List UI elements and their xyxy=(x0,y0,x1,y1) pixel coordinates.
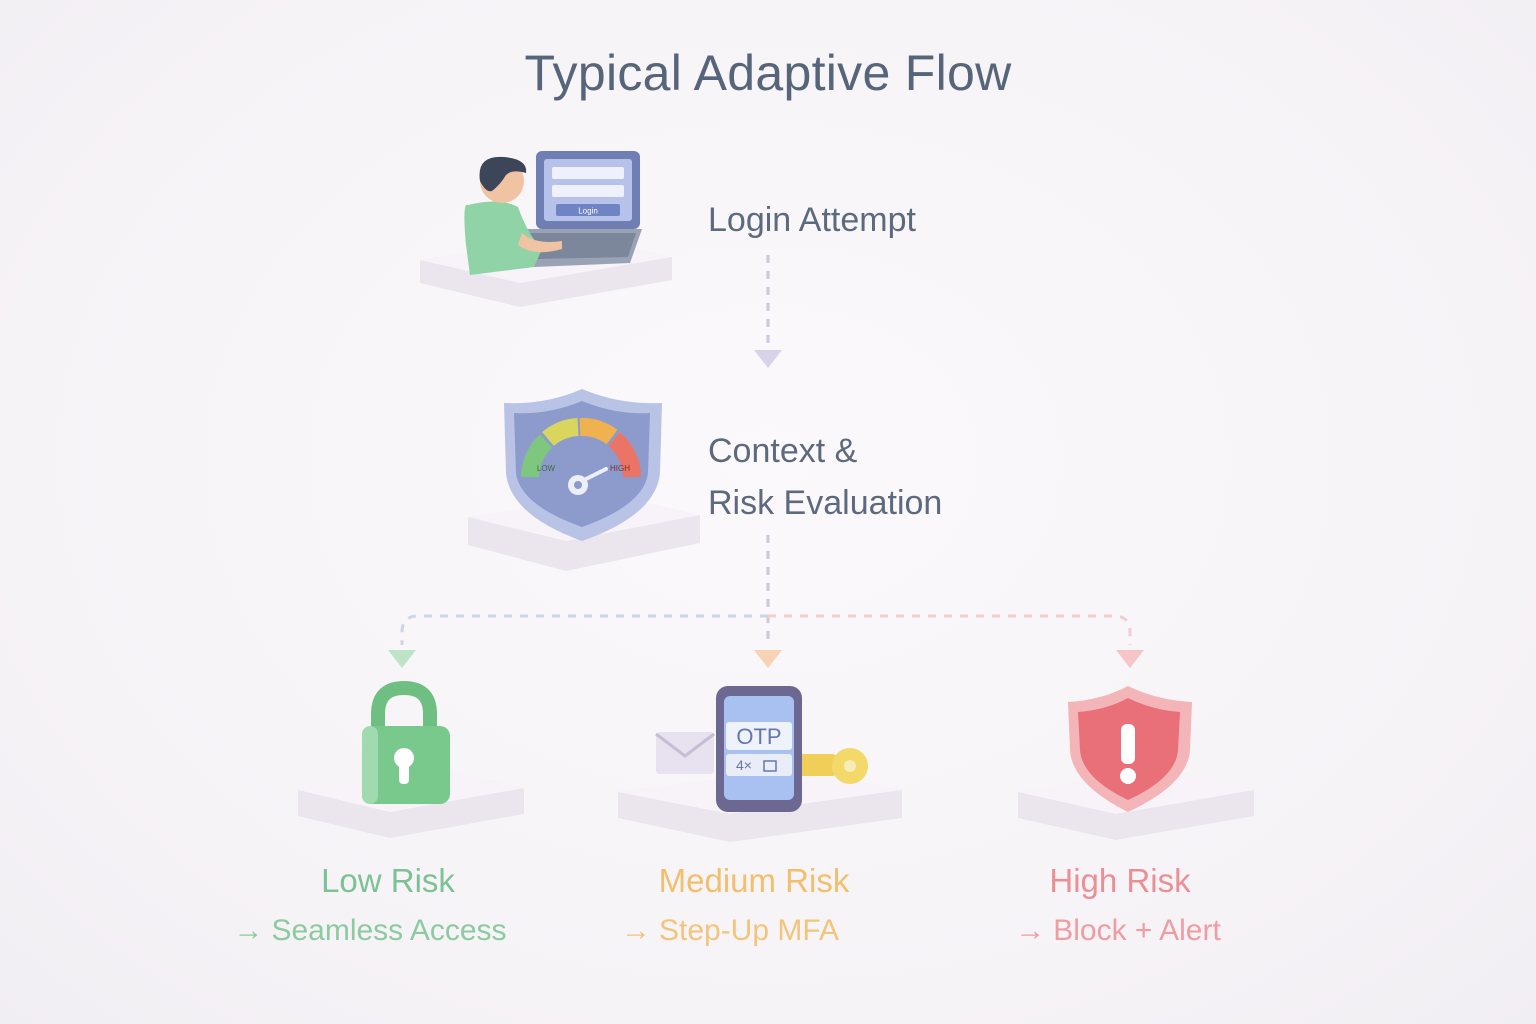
gauge-icon: LOW HIGH xyxy=(521,418,641,495)
outcome-action-high: →Block + Alert xyxy=(938,914,1298,948)
step-label-evaluation-line1: Context & xyxy=(708,432,858,470)
person-icon xyxy=(464,156,562,275)
step-label-login: Login Attempt xyxy=(708,201,916,239)
outcome-action-low: →Seamless Access xyxy=(190,914,550,948)
otp-code: 4× xyxy=(736,757,752,773)
step-label-evaluation-line2: Risk Evaluation xyxy=(708,484,943,522)
low-risk-illustration xyxy=(298,680,524,838)
risk-evaluation-illustration: LOW HIGH xyxy=(468,389,700,571)
lock-icon xyxy=(362,680,450,804)
outcome-title-high: High Risk xyxy=(1049,862,1191,899)
high-risk-illustration xyxy=(1018,686,1254,840)
alert-shield-icon xyxy=(1068,686,1192,812)
otp-label: OTP xyxy=(736,724,781,749)
outcome-action-medium-text: Step-Up MFA xyxy=(658,914,840,947)
outcome-title-low: Low Risk xyxy=(321,862,455,899)
arrowhead-medium xyxy=(754,650,782,668)
gauge-low-label: LOW xyxy=(537,464,556,473)
arrowhead-high xyxy=(1116,650,1144,668)
connector-branch-low xyxy=(400,614,768,645)
arrow-glyph: → xyxy=(233,914,264,947)
login-illustration: Login xyxy=(420,151,672,307)
diagram-title: Typical Adaptive Flow xyxy=(524,45,1012,101)
outcome-title-medium: Medium Risk xyxy=(658,862,850,899)
laptop-icon: Login xyxy=(522,151,642,267)
laptop-login-button: Login xyxy=(578,207,598,216)
connector-branch-high xyxy=(768,614,1132,645)
arrowhead-low xyxy=(388,650,416,668)
envelope-icon xyxy=(655,732,715,774)
shield-icon xyxy=(504,389,662,541)
arrow-glyph: → xyxy=(1015,914,1046,947)
arrowhead-to-eval xyxy=(754,350,782,368)
medium-risk-illustration: OTP 4× xyxy=(618,686,902,842)
gauge-high-label: HIGH xyxy=(610,464,630,473)
outcome-action-high-text: Block + Alert xyxy=(1053,914,1221,947)
arrow-glyph: → xyxy=(620,914,651,947)
outcome-action-medium: →Step-Up MFA xyxy=(550,914,910,948)
outcome-action-low-text: Seamless Access xyxy=(271,914,507,947)
phone-otp-icon: OTP 4× xyxy=(716,686,802,812)
